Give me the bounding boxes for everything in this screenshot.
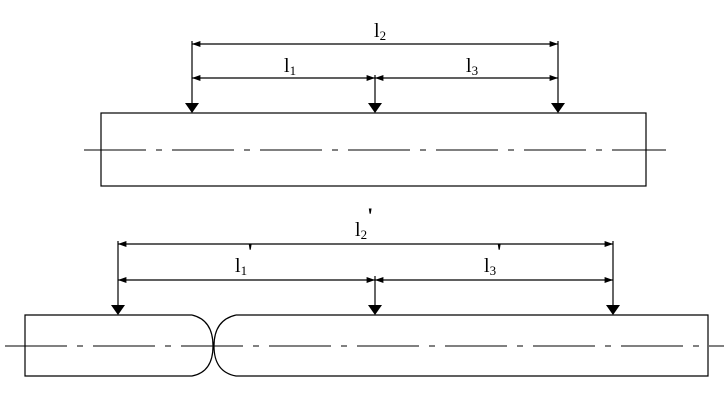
label-l1: l1 — [284, 55, 296, 78]
arrow-down-icon — [368, 305, 382, 315]
arrow-down-icon — [185, 103, 199, 113]
arrow-down-icon — [368, 103, 382, 113]
arrow-down-icon — [551, 103, 565, 113]
label-l1-prime: l1' — [235, 239, 253, 278]
label-l3: l3 — [466, 55, 478, 78]
fractured-specimen: l2' l1' l3' — [5, 203, 724, 377]
arrow-down-icon — [111, 305, 125, 315]
specimen-right-piece — [213, 314, 709, 377]
label-l2-prime: l2' — [355, 203, 373, 242]
specimen-left-piece — [24, 314, 214, 377]
arrow-down-icon — [606, 305, 620, 315]
label-l3-prime: l3' — [484, 239, 502, 278]
label-l2: l2 — [374, 20, 386, 43]
original-specimen: l2 l1 l3 — [84, 20, 666, 187]
